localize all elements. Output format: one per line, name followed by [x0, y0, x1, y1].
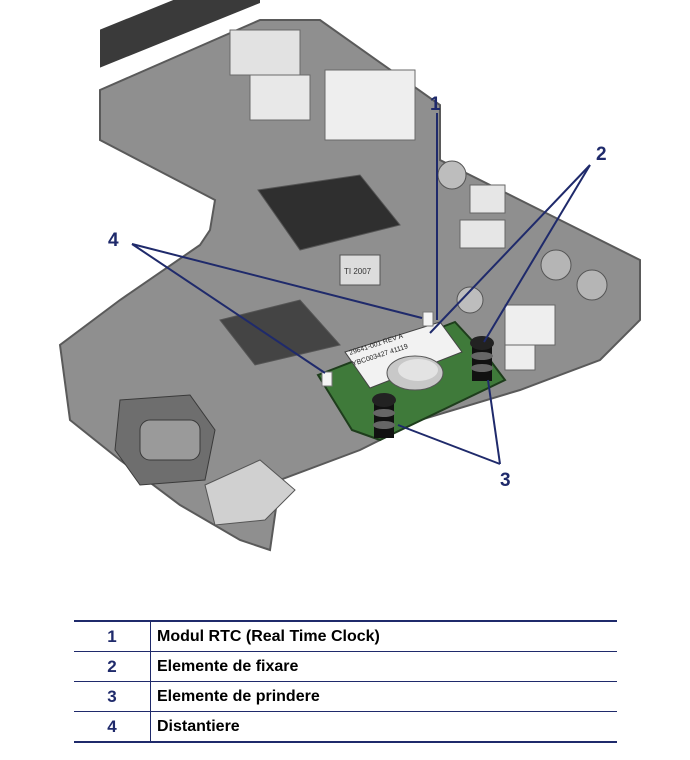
legend-text: Elemente de fixare [150, 651, 617, 682]
callout-4: 4 [108, 230, 119, 251]
rtc-module: 29641-001 REV A YBC003427 41119 [316, 320, 507, 442]
callout-lines [131, 113, 591, 465]
legend-text: Modul RTC (Real Time Clock) [150, 620, 617, 652]
chip-label: TI 2007 [344, 267, 372, 276]
legend-text: Distantiere [150, 711, 617, 743]
legend-table: 1 Modul RTC (Real Time Clock) 2 Elemente… [74, 620, 617, 743]
standoffs [321, 311, 434, 387]
legend-number: 3 [74, 681, 151, 712]
fastener-left [372, 393, 396, 438]
legend-text: Elemente de prindere [150, 681, 617, 712]
legend-number: 4 [74, 711, 151, 743]
legend-row: 2 Elemente de fixare [74, 651, 617, 682]
main-board: TI 2007 [58, 0, 641, 552]
callout-3: 3 [500, 470, 511, 491]
legend-row: 3 Elemente de prindere [74, 681, 617, 712]
legend-row: 1 Modul RTC (Real Time Clock) [74, 620, 617, 652]
circuit-board-illustration: TI 2007 29641-001 REV A YBC003427 41119 [58, 0, 641, 552]
legend-row: 4 Distantiere [74, 711, 617, 743]
callout-1: 1 [430, 94, 441, 115]
legend-number: 1 [74, 620, 151, 652]
callout-2: 2 [596, 144, 607, 165]
fastener-right [470, 336, 494, 381]
legend-number: 2 [74, 651, 151, 682]
